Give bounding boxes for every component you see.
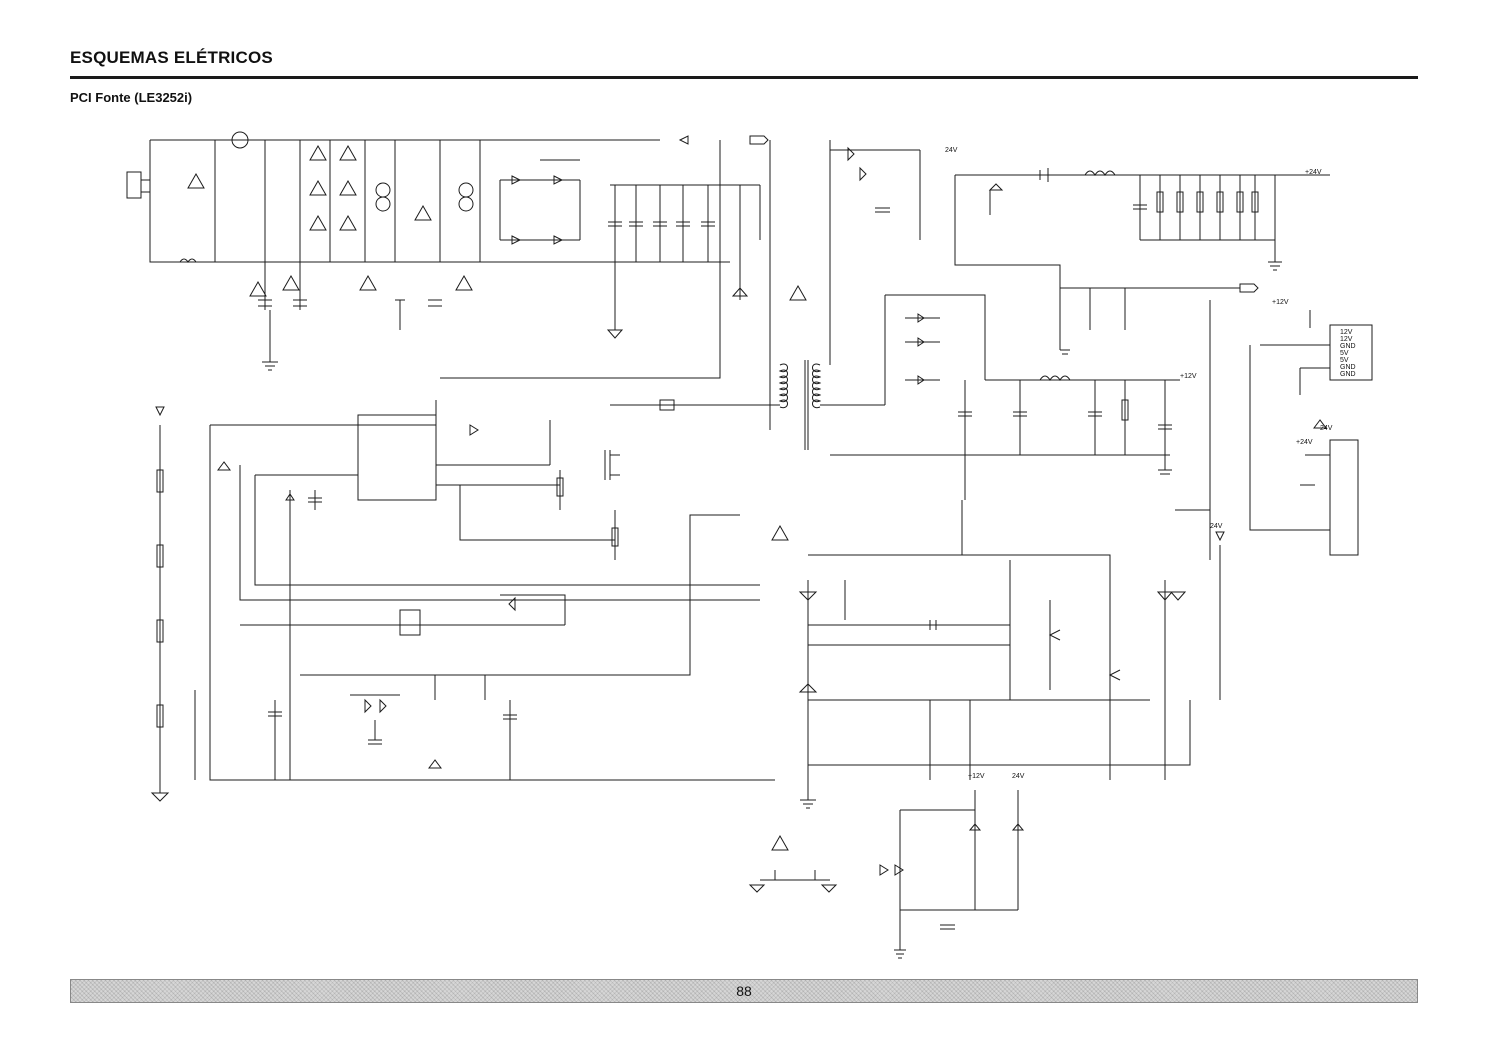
page-footer-bar: 88 <box>70 979 1418 1003</box>
rail-label-24v-b: 24V <box>1210 523 1223 530</box>
warning-triangles <box>187 144 807 851</box>
output-24v-block <box>954 168 1330 355</box>
pwm-controller-block <box>150 140 780 802</box>
page-number: 88 <box>736 983 752 999</box>
ac-input-filter-block <box>126 131 769 371</box>
connector-pin-2: 12V <box>1340 336 1353 343</box>
title-rule <box>70 76 1418 79</box>
connector-pin-1: 12V <box>1340 329 1353 336</box>
rail-label-12v-c: +12V <box>968 773 985 780</box>
connector-pin-5: 5V <box>1340 357 1349 364</box>
feedback-protection-block <box>798 300 1225 809</box>
connector-pin-3: GND <box>1340 343 1356 350</box>
transformer-block <box>769 140 1170 456</box>
rail-label-24v-a: 24V <box>945 147 958 154</box>
connector-pin-6: GND <box>1340 364 1356 371</box>
page-title: ESQUEMAS ELÉTRICOS <box>70 48 273 67</box>
rail-label-12v-out: +12V <box>1180 373 1197 380</box>
connector-pin-7: GND <box>1340 371 1356 378</box>
rail-label-24v-out: +24V <box>1305 169 1322 176</box>
rail-label-24v-c: 24V <box>1012 773 1025 780</box>
standby-block <box>748 790 1025 959</box>
rail-label-12v-b: +12V <box>1272 299 1289 306</box>
rail-label-24v-d: +24V <box>1296 439 1313 446</box>
connector-block <box>1249 310 1373 556</box>
schematic-subtitle: PCI Fonte (LE3252i) <box>70 90 193 105</box>
output-12v-block <box>958 375 1180 475</box>
rail-label-24v-e: 24V <box>1320 425 1333 432</box>
connector-pin-4: 5V <box>1340 350 1349 357</box>
